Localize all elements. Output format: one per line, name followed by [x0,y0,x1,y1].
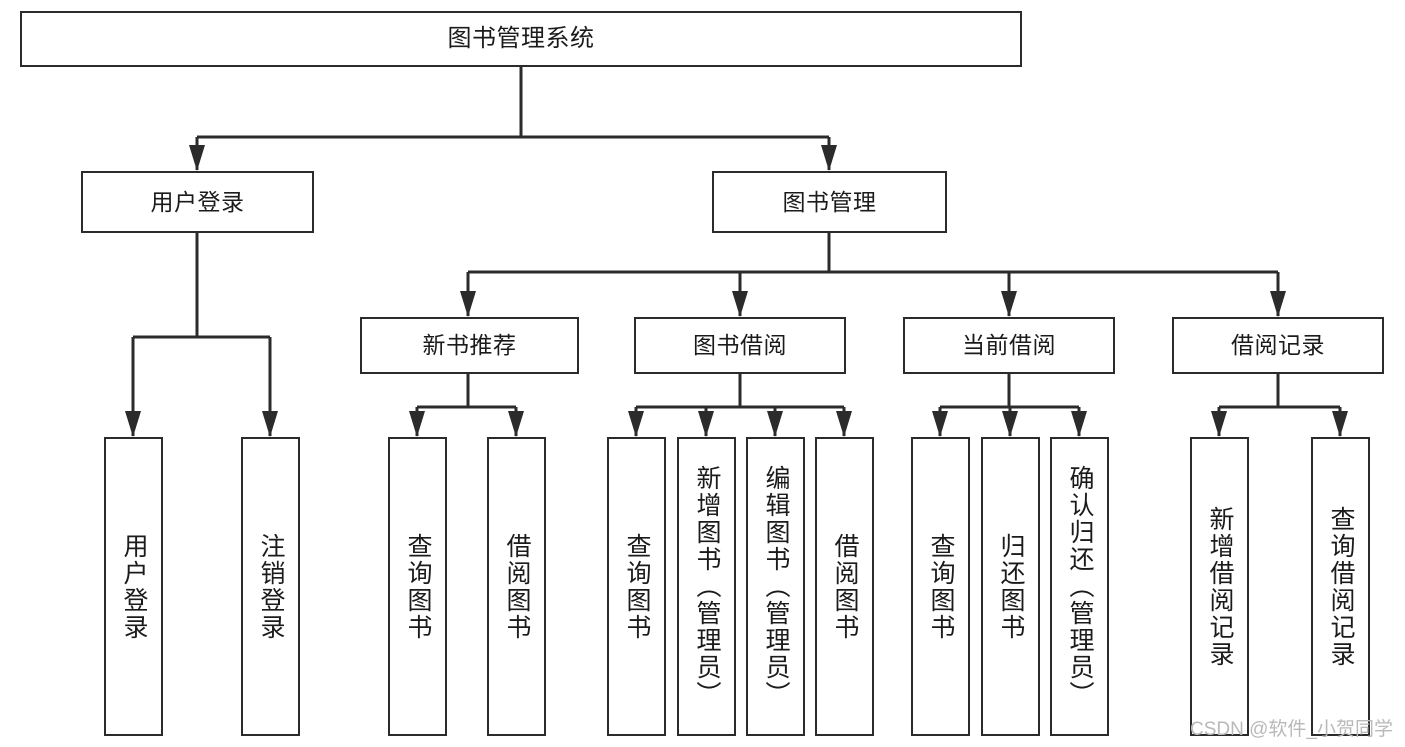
user-login-to-leaves-arrowhead-1 [262,411,278,437]
book-management-to-level3-arrowhead-0 [460,291,476,317]
node-label: 查询借阅记录 [1327,505,1355,668]
node-label: 新书推荐 [422,332,517,359]
book-management-to-level3-arrowhead-1 [732,291,748,317]
new-book-recommend-to-leaves-arrowhead-1 [508,411,524,437]
node-user-login: 用户登录 [81,171,314,233]
book-borrow-to-leaves-arrowhead-0 [628,411,644,437]
node-label: 图书借阅 [693,332,787,359]
book-management-to-level3-arrowhead-2 [1001,291,1017,317]
node-leaf-edit-book-admin: 编辑图书（管理员） [746,437,805,736]
node-leaf-borrow-book-recommend: 借阅图书 [487,437,546,736]
node-leaf-user-logout: 注销登录 [241,437,300,736]
node-leaf-return-book: 归还图书 [981,437,1040,736]
node-label: 图书管理 [782,188,877,215]
node-borrow-record: 借阅记录 [1172,317,1384,374]
node-label: 新增图书（管理员） [693,465,721,708]
node-leaf-borrow-book: 借阅图书 [815,437,874,736]
node-book-management: 图书管理 [712,171,947,233]
node-leaf-query-book-borrow: 查询图书 [607,437,666,736]
current-borrow-to-leaves-arrowhead-2 [1071,411,1087,437]
node-label: 查询图书 [927,532,955,641]
new-book-recommend-to-leaves-arrowhead-0 [409,411,425,437]
node-label: 查询图书 [404,532,432,641]
current-borrow-to-leaves-arrowhead-0 [932,411,948,437]
node-root: 图书管理系统 [20,11,1022,67]
node-label: 图书管理系统 [447,25,595,53]
node-leaf-query-book-current: 查询图书 [911,437,970,736]
node-leaf-query-book-recommend: 查询图书 [388,437,447,736]
root-to-level2-arrowhead-0 [189,145,205,171]
node-leaf-add-borrow-record: 新增借阅记录 [1190,437,1249,736]
root-to-level2-arrowhead-1 [821,145,837,171]
node-label: 借阅记录 [1231,332,1325,359]
node-leaf-user-login: 用户登录 [104,437,163,736]
node-label: 借阅图书 [831,532,859,641]
node-new-book-recommend: 新书推荐 [360,317,579,374]
node-leaf-add-book-admin: 新增图书（管理员） [677,437,736,736]
node-label: 查询图书 [623,532,651,641]
book-management-to-level3-arrowhead-3 [1270,291,1286,317]
book-borrow-to-leaves-arrowhead-2 [767,411,783,437]
book-borrow-to-leaves-arrowhead-3 [836,411,852,437]
borrow-record-to-leaves-arrowhead-0 [1211,411,1227,437]
node-label: 当前借阅 [962,332,1056,359]
book-borrow-to-leaves-arrowhead-1 [698,411,714,437]
node-label: 编辑图书（管理员） [762,465,790,708]
node-leaf-confirm-return-admin: 确认归还（管理员） [1050,437,1109,736]
current-borrow-to-leaves-arrowhead-1 [1002,411,1018,437]
user-login-to-leaves-arrowhead-0 [125,411,141,437]
node-current-borrow: 当前借阅 [903,317,1115,374]
node-book-borrow: 图书借阅 [634,317,846,374]
node-label: 新增借阅记录 [1206,505,1234,668]
node-label: 借阅图书 [503,532,531,641]
node-label: 归还图书 [997,532,1025,641]
node-leaf-query-borrow-record: 查询借阅记录 [1311,437,1370,736]
node-label: 注销登录 [257,532,285,641]
node-label: 用户登录 [120,532,148,641]
borrow-record-to-leaves-arrowhead-1 [1332,411,1348,437]
node-label: 确认归还（管理员） [1066,465,1094,708]
node-label: 用户登录 [150,188,245,215]
